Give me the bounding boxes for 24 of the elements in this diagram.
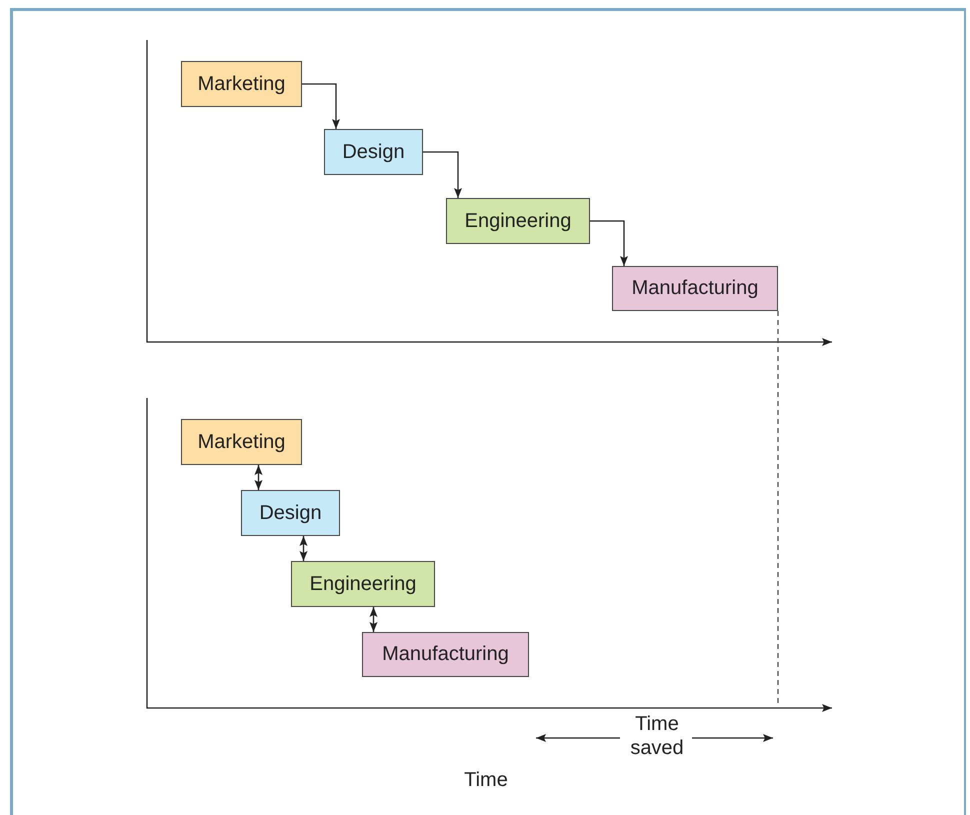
process-box (241, 490, 340, 536)
box-label: Manufacturing (632, 277, 758, 300)
box-label: Marketing (198, 430, 286, 454)
arrow (423, 151, 462, 198)
process-box (181, 419, 302, 465)
axis-title: Time (463, 768, 509, 792)
arrow (590, 220, 628, 266)
arrow (254, 465, 262, 490)
dimension-label: Time saved (629, 712, 685, 760)
process-box (446, 198, 590, 244)
arrow (370, 607, 378, 632)
box-label: Marketing (198, 72, 286, 96)
box-label: Design (259, 502, 322, 524)
process-box (362, 632, 529, 677)
arrow (300, 536, 308, 561)
box-label: Design (342, 140, 405, 164)
box-label: Engineering (310, 572, 416, 596)
process-box (181, 61, 302, 107)
process-box (324, 129, 423, 175)
box-label: Manufacturing (382, 643, 509, 666)
process-box (612, 266, 778, 311)
process-box (291, 561, 435, 607)
box-label: Engineering (464, 210, 572, 232)
arrow (302, 83, 340, 129)
